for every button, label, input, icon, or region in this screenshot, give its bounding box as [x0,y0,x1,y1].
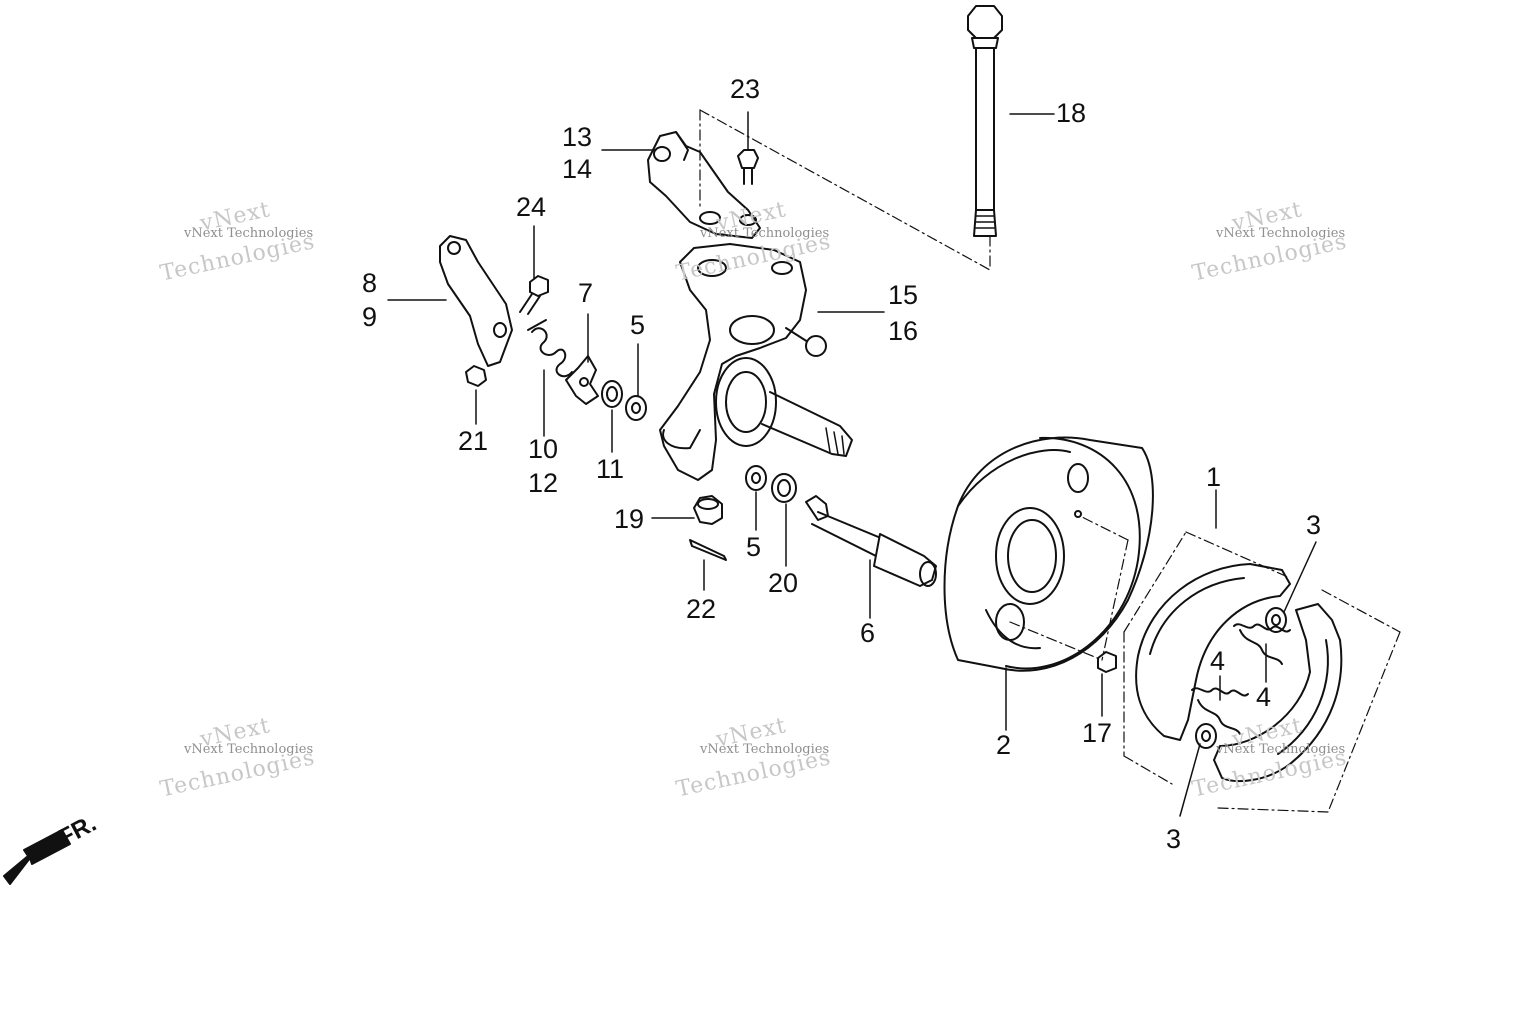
spring-4-upper [1233,623,1291,665]
callout-17: 17 [1082,718,1113,748]
arm-8-9 [439,235,513,367]
callout-9: 9 [362,302,378,332]
bolt-24 [519,275,549,315]
bearing-11 [601,380,623,408]
seal-20 [771,473,797,503]
callout-21: 21 [458,426,489,456]
callout-23: 23 [730,74,761,104]
camshaft-6 [805,495,937,587]
assembly-lines [699,109,1401,813]
callout-11: 11 [596,454,625,484]
callout-3-upper: 3 [1306,510,1322,540]
callout-16: 16 [888,316,919,346]
bolt-17 [1097,651,1117,673]
callout-20: 20 [768,568,799,598]
callout-8: 8 [362,268,378,298]
callout-5-lower: 5 [746,532,762,562]
spring-10-12 [527,319,573,378]
callout-14: 14 [562,154,593,184]
nut-21 [465,365,487,387]
pin-3-lower [1195,723,1217,749]
spring-4-lower [1191,687,1249,735]
callout-18: 18 [1056,98,1087,128]
brake-shoe-1-lower [1213,603,1343,783]
callout-24: 24 [516,192,547,222]
brake-shoe-1-upper [1135,563,1291,741]
plate-7 [565,355,599,405]
callout-15: 15 [888,280,919,310]
cotter-pin-22 [689,539,727,561]
callout-19: 19 [614,504,645,534]
washer-5-upper [625,395,647,421]
capnut-19 [693,495,723,525]
callout-3-lower: 3 [1166,824,1182,854]
knuckle-15-16 [659,243,853,481]
callout-4-left: 4 [1210,646,1226,676]
pin-3-upper [1265,607,1287,633]
callout-7: 7 [578,278,594,308]
callout-13: 13 [562,122,593,152]
brake-panel-2 [943,436,1154,672]
callout-2: 2 [996,730,1012,760]
washer-5-lower [745,465,767,491]
bolt-23 [737,149,759,185]
bolt-18 [967,5,1003,237]
callout-12: 12 [528,468,559,498]
callout-6: 6 [860,618,876,648]
callout-4-right: 4 [1256,682,1272,712]
front-arrow-icon [3,829,71,885]
callout-22: 22 [686,594,717,624]
callout-10: 10 [528,434,559,464]
callout-1: 1 [1206,462,1222,492]
bracket-13-14 [647,131,761,239]
leader-lines [387,111,1317,817]
callout-5-upper: 5 [630,310,646,340]
